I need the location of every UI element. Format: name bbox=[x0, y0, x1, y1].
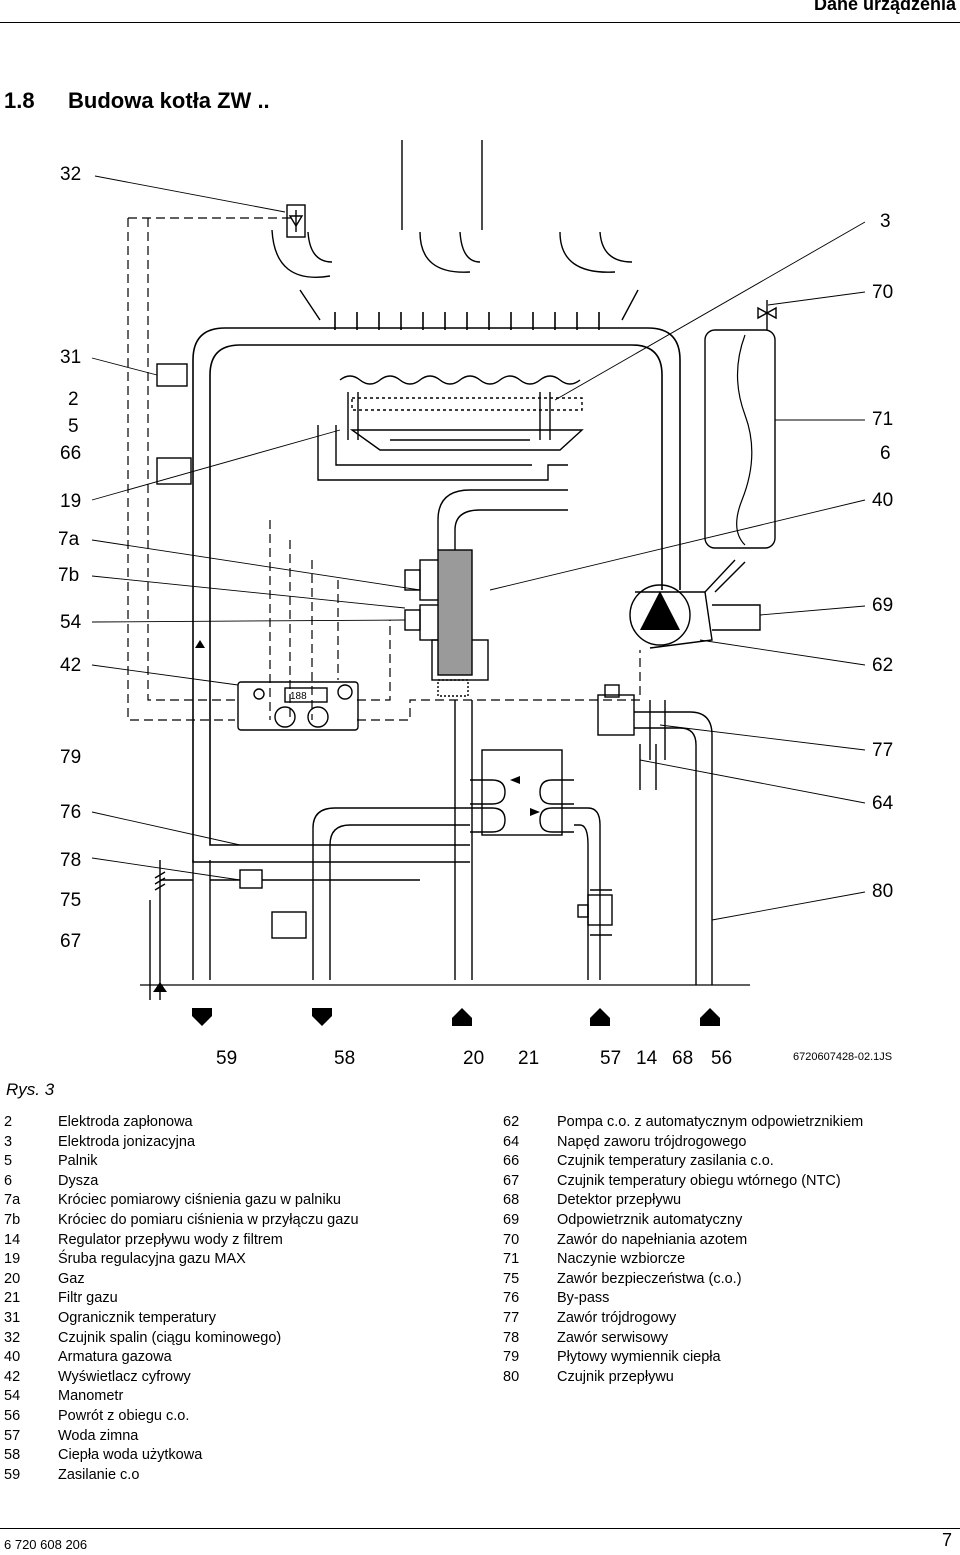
heating-circuit bbox=[192, 327, 681, 863]
callout-58: 58 bbox=[334, 1048, 356, 1069]
callout-77: 77 bbox=[872, 740, 894, 761]
callout-66: 66 bbox=[60, 443, 82, 464]
callout-14: 14 bbox=[636, 1048, 658, 1069]
callout-7b: 7b bbox=[58, 565, 80, 586]
callout-3: 3 bbox=[880, 211, 891, 232]
callout-42: 42 bbox=[60, 655, 82, 676]
callout-2: 2 bbox=[68, 389, 79, 410]
expansion-vessel bbox=[704, 300, 777, 549]
sensor-boxes bbox=[156, 363, 307, 939]
callout-20: 20 bbox=[463, 1048, 485, 1069]
flue-sensor bbox=[286, 204, 306, 238]
title-number: 1.8 bbox=[4, 88, 35, 113]
callout-54: 54 bbox=[60, 612, 82, 633]
callout-32: 32 bbox=[60, 164, 82, 185]
flow-detector bbox=[577, 889, 613, 936]
callout-68: 68 bbox=[672, 1048, 694, 1069]
callout-71: 71 bbox=[872, 409, 894, 430]
callout-76: 76 bbox=[60, 802, 82, 823]
callout-59: 59 bbox=[216, 1048, 238, 1069]
three-way-valve bbox=[597, 684, 713, 985]
callout-21: 21 bbox=[518, 1048, 540, 1069]
callout-69: 69 bbox=[872, 595, 894, 616]
callout-56: 56 bbox=[711, 1048, 733, 1069]
callout-57: 57 bbox=[600, 1048, 622, 1069]
flue-hood bbox=[271, 140, 639, 330]
pump-unit bbox=[629, 559, 761, 649]
callout-5: 5 bbox=[68, 416, 79, 437]
plate-heat-exchanger bbox=[470, 749, 574, 836]
callout-7a: 7a bbox=[58, 529, 80, 550]
callout-62: 62 bbox=[872, 655, 894, 676]
digital-display: 188 bbox=[290, 691, 307, 702]
callout-19: 19 bbox=[60, 491, 82, 512]
callout-80: 80 bbox=[872, 881, 894, 902]
callout-67: 67 bbox=[60, 931, 82, 952]
section-header: Dane urządzenia bbox=[813, 0, 956, 14]
page-number: 7 bbox=[941, 1530, 952, 1550]
title-text: Budowa kotła ZW .. bbox=[68, 88, 270, 113]
document-number: 6 720 608 206 bbox=[4, 1537, 88, 1552]
callout-64: 64 bbox=[872, 793, 894, 814]
water-pipes bbox=[160, 807, 601, 980]
page-title: 1.8 Budowa kotła ZW .. bbox=[4, 88, 270, 114]
callout-6: 6 bbox=[880, 443, 891, 464]
callout-78: 78 bbox=[60, 850, 82, 871]
footer-rule bbox=[0, 1528, 960, 1529]
boiler-diagram: 188 bbox=[91, 140, 866, 1026]
callout-70: 70 bbox=[872, 282, 894, 303]
combustion-chamber bbox=[317, 375, 584, 481]
callout-79: 79 bbox=[60, 747, 82, 768]
callout-40: 40 bbox=[872, 490, 894, 511]
safety-valve bbox=[149, 860, 166, 1000]
control-panel bbox=[237, 681, 359, 731]
header-rule bbox=[0, 22, 960, 23]
figure-reference: 6720607428-02.1JS bbox=[793, 1051, 893, 1063]
callout-31: 31 bbox=[60, 347, 82, 368]
callout-75: 75 bbox=[60, 890, 82, 911]
figure-label: Rys. 3 bbox=[6, 1080, 55, 1099]
gas-pipe bbox=[437, 489, 568, 980]
